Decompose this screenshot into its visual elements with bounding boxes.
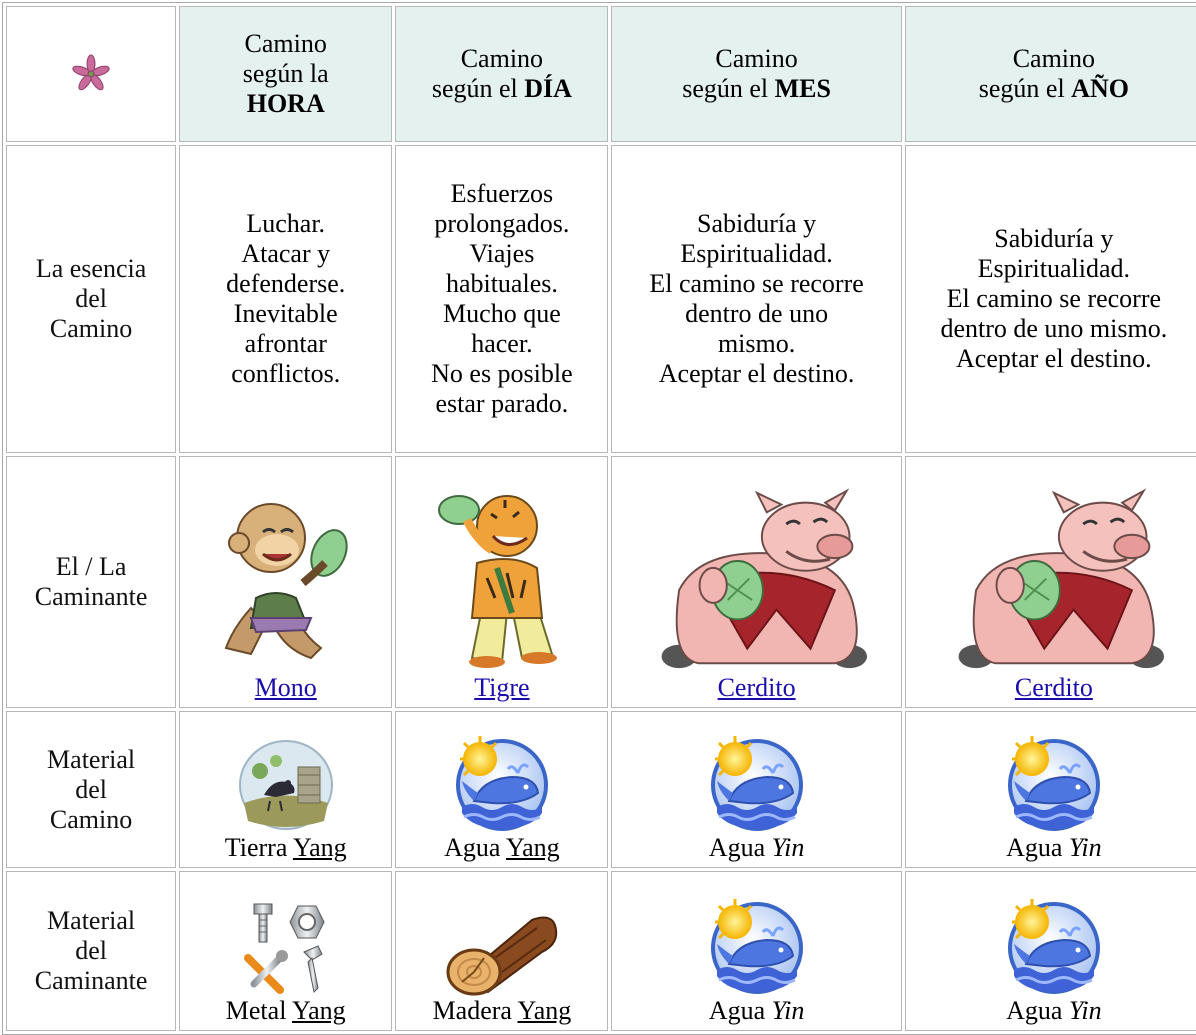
- essence-mes: Sabiduría y Espiritualidad. El camino se…: [611, 145, 902, 453]
- row-label-essence: La esencia del Camino: [6, 145, 177, 453]
- essence-row: La esencia del Camino Luchar. Atacar y d…: [6, 145, 1196, 453]
- row-label-walker-material: Material del Caminante: [6, 871, 177, 1031]
- essence-dia: Esfuerzos prolongados. Viajes habituales…: [395, 145, 609, 453]
- path-material-mes: Agua Yin: [611, 711, 902, 868]
- water-whale-sun-icon: [910, 896, 1196, 996]
- water-whale-sun-icon: [910, 733, 1196, 833]
- wood-log-icon: [400, 900, 603, 996]
- header-mes: Camino según el MES: [611, 6, 902, 142]
- walker-mes: Cerdito: [611, 456, 902, 708]
- link-cerdito-mes[interactable]: Cerdito: [717, 673, 796, 702]
- water-whale-sun-icon: [616, 733, 896, 833]
- monkey-illustration: [184, 488, 387, 673]
- walker-material-dia: Madera Yang: [395, 871, 609, 1031]
- walker-material-mes: Agua Yin: [611, 871, 902, 1031]
- header-hora: Camino según la HORA: [179, 6, 393, 142]
- metal-tools-icon: [184, 900, 387, 996]
- link-cerdito-ano[interactable]: Cerdito: [1014, 673, 1093, 702]
- walker-dia: Tigre: [395, 456, 609, 708]
- path-material-row: Material del Camino Tierra Yang: [6, 711, 1196, 868]
- header-ano: Camino según el AÑO: [904, 6, 1196, 142]
- walker-hora: Mono: [179, 456, 393, 708]
- flower-icon: [11, 54, 171, 94]
- water-whale-sun-icon: [616, 896, 896, 996]
- essence-ano: Sabiduría y Espiritualidad. El camino se…: [904, 145, 1196, 453]
- water-whale-sun-icon: [400, 733, 603, 833]
- row-label-walker: El / La Caminante: [6, 456, 177, 708]
- walker-material-hora: Metal Yang: [179, 871, 393, 1031]
- walker-ano: Cerdito: [904, 456, 1196, 708]
- path-material-dia: Agua Yang: [395, 711, 609, 868]
- corner-cell: [6, 6, 177, 142]
- essence-hora: Luchar. Atacar y defenderse. Inevitable …: [179, 145, 393, 453]
- earth-crow-icon: [184, 733, 387, 833]
- walker-row: El / La Caminante Mono: [6, 456, 1196, 708]
- walker-material-ano: Agua Yin: [904, 871, 1196, 1031]
- header-row: Camino según la HORA Camino según el DÍA…: [6, 6, 1196, 142]
- link-mono[interactable]: Mono: [254, 673, 317, 702]
- header-dia: Camino según el DÍA: [395, 6, 609, 142]
- pig-illustration: [910, 488, 1196, 673]
- row-label-path-material: Material del Camino: [6, 711, 177, 868]
- pig-illustration: [616, 488, 896, 673]
- path-material-hora: Tierra Yang: [179, 711, 393, 868]
- path-material-ano: Agua Yin: [904, 711, 1196, 868]
- walker-material-row: Material del Caminante Metal Y: [6, 871, 1196, 1031]
- tiger-illustration: [400, 488, 603, 673]
- link-tigre[interactable]: Tigre: [474, 673, 530, 702]
